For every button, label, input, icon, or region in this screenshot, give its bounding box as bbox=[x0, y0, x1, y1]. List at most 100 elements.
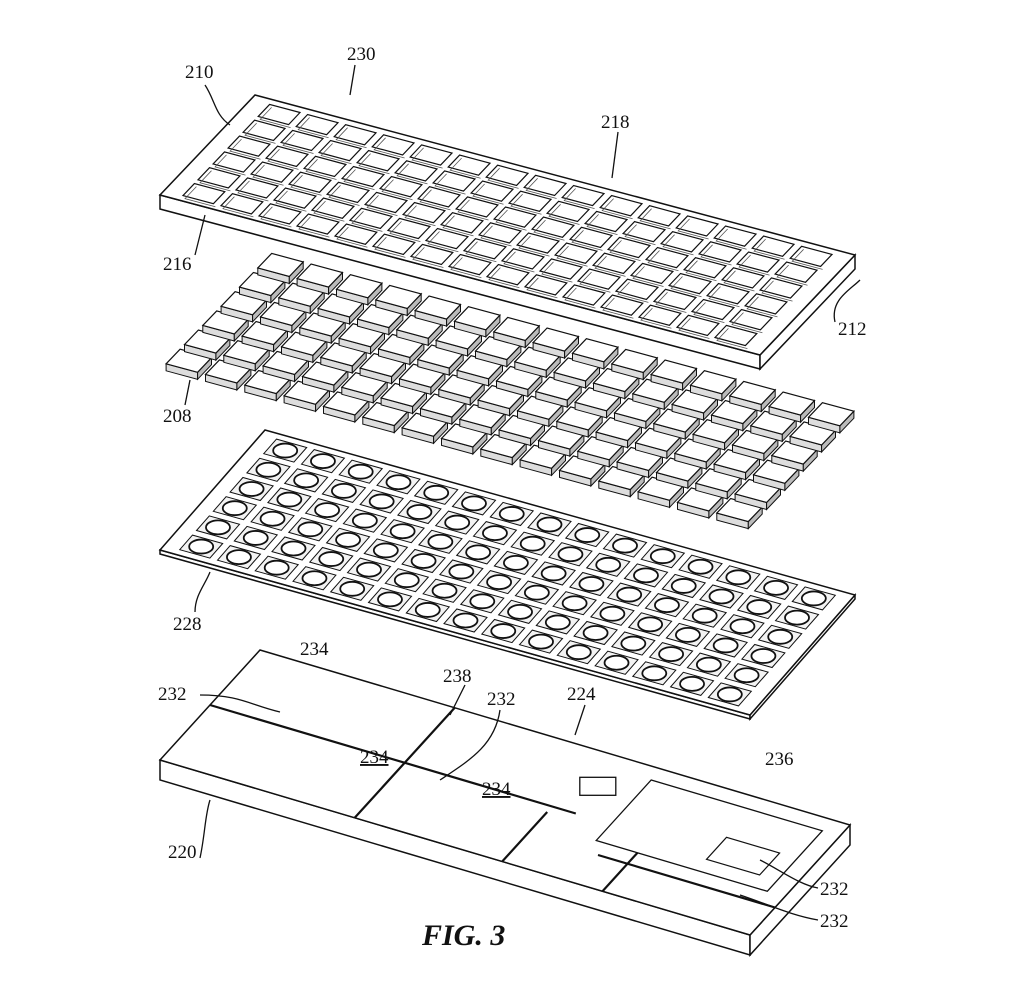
membrane-dome bbox=[339, 580, 366, 597]
membrane-dome bbox=[612, 537, 638, 554]
frame-key-opening bbox=[234, 177, 280, 199]
keycap bbox=[531, 327, 580, 352]
keycap-layer bbox=[164, 252, 856, 530]
frame-key-opening bbox=[735, 251, 781, 273]
frame-key-opening bbox=[576, 268, 622, 290]
base-wall bbox=[597, 853, 776, 909]
figure-caption: FIG. 3 bbox=[421, 919, 505, 952]
membrane-dome bbox=[750, 648, 777, 664]
frame-key-opening bbox=[713, 324, 758, 347]
frame-key-opening bbox=[690, 298, 736, 321]
membrane-dome bbox=[716, 686, 743, 703]
reference-labels: 210 230 218 216 212 208 228 234 232 238 … bbox=[158, 44, 867, 932]
frame-key-opening bbox=[348, 207, 394, 230]
membrane-dome bbox=[746, 599, 773, 615]
membrane-dome bbox=[565, 644, 592, 661]
membrane-dome bbox=[582, 625, 609, 641]
membrane-dome bbox=[658, 646, 684, 662]
keycap bbox=[767, 391, 816, 416]
membrane-dome bbox=[330, 482, 357, 499]
membrane-dome bbox=[372, 542, 399, 559]
label-base-cavity-c: 234 bbox=[482, 779, 511, 800]
frame-key-opening bbox=[401, 201, 447, 224]
membrane-dome bbox=[633, 567, 659, 584]
frame-key-opening bbox=[409, 144, 454, 166]
frame-key-opening bbox=[279, 129, 325, 152]
frame-key-opening bbox=[705, 282, 751, 305]
frame-key-opening bbox=[743, 293, 789, 315]
membrane-dome bbox=[649, 548, 676, 565]
membrane-dome bbox=[708, 588, 735, 605]
frame-key-opening bbox=[637, 205, 682, 227]
membrane-dome bbox=[414, 602, 441, 618]
frame-key-opening bbox=[606, 236, 652, 259]
frame-key-opening bbox=[386, 217, 432, 240]
membrane-dome bbox=[259, 510, 286, 527]
frame-key-opening bbox=[295, 213, 340, 235]
membrane-dome bbox=[695, 656, 722, 673]
membrane-dome bbox=[536, 516, 563, 533]
label-base-wall-right-a: 232 bbox=[820, 879, 849, 900]
frame-key-opening bbox=[561, 284, 606, 306]
frame-key-opening bbox=[492, 206, 538, 228]
keycap bbox=[649, 359, 698, 384]
frame-key-opening bbox=[454, 196, 500, 218]
base-wall bbox=[501, 811, 549, 863]
frame-key-opening bbox=[675, 314, 720, 337]
frame-key-opening bbox=[553, 242, 599, 264]
frame-key-opening bbox=[302, 155, 348, 178]
frame-key-opening bbox=[287, 171, 333, 193]
label-base-channel: 238 bbox=[443, 666, 472, 687]
frame-key-opening bbox=[371, 233, 416, 256]
frame-key-opening bbox=[713, 225, 758, 247]
keycap bbox=[453, 306, 502, 331]
label-circuit-board: 236 bbox=[765, 749, 794, 770]
membrane-dome bbox=[335, 531, 361, 548]
frame-key-opening bbox=[545, 200, 591, 223]
connector bbox=[579, 776, 617, 796]
membrane-dome bbox=[544, 614, 571, 631]
membrane-dome bbox=[427, 533, 454, 550]
frame-key-opening bbox=[340, 165, 386, 188]
leader-lines bbox=[184, 64, 861, 921]
frame-key-opening bbox=[568, 226, 614, 249]
keycap bbox=[571, 338, 620, 363]
keycap bbox=[295, 263, 344, 288]
label-base-cavity-b: 234 bbox=[360, 747, 389, 768]
frame-key-opening bbox=[561, 184, 606, 207]
frame-key-opening bbox=[371, 134, 416, 156]
frame-key-opening bbox=[659, 231, 705, 253]
membrane-dome bbox=[486, 574, 513, 590]
membrane-dome bbox=[297, 521, 324, 538]
membrane-dome bbox=[205, 519, 231, 536]
frame-key-opening bbox=[614, 278, 660, 301]
membrane-dome bbox=[280, 540, 307, 557]
membrane-dome bbox=[540, 565, 567, 582]
frame-key-opening bbox=[447, 253, 492, 276]
frame-key-opening bbox=[257, 203, 302, 225]
keycap bbox=[689, 370, 738, 395]
frame-key-opening bbox=[675, 215, 720, 237]
membrane-dome bbox=[351, 512, 378, 529]
membrane-dome bbox=[763, 579, 789, 596]
frame-key-opening bbox=[599, 294, 644, 316]
frame-key-opening bbox=[181, 182, 226, 205]
frame-key-opening bbox=[773, 261, 819, 283]
membrane-dome bbox=[255, 461, 282, 478]
membrane-dome bbox=[528, 633, 554, 650]
membrane-dome bbox=[691, 607, 718, 624]
label-connector: 224 bbox=[567, 684, 596, 705]
keycap bbox=[374, 284, 423, 310]
membrane-dome bbox=[523, 584, 550, 601]
frame-key-opening bbox=[219, 193, 264, 215]
membrane-dome bbox=[503, 555, 529, 571]
membrane-dome bbox=[519, 535, 546, 552]
membrane-dome bbox=[733, 667, 760, 684]
membrane-dome bbox=[687, 558, 714, 575]
frame-key-opening bbox=[523, 174, 568, 197]
membrane-dome bbox=[557, 546, 584, 563]
frame-key-opening bbox=[378, 175, 424, 198]
membrane-dome bbox=[675, 627, 701, 643]
frame-key-opening bbox=[667, 272, 713, 295]
